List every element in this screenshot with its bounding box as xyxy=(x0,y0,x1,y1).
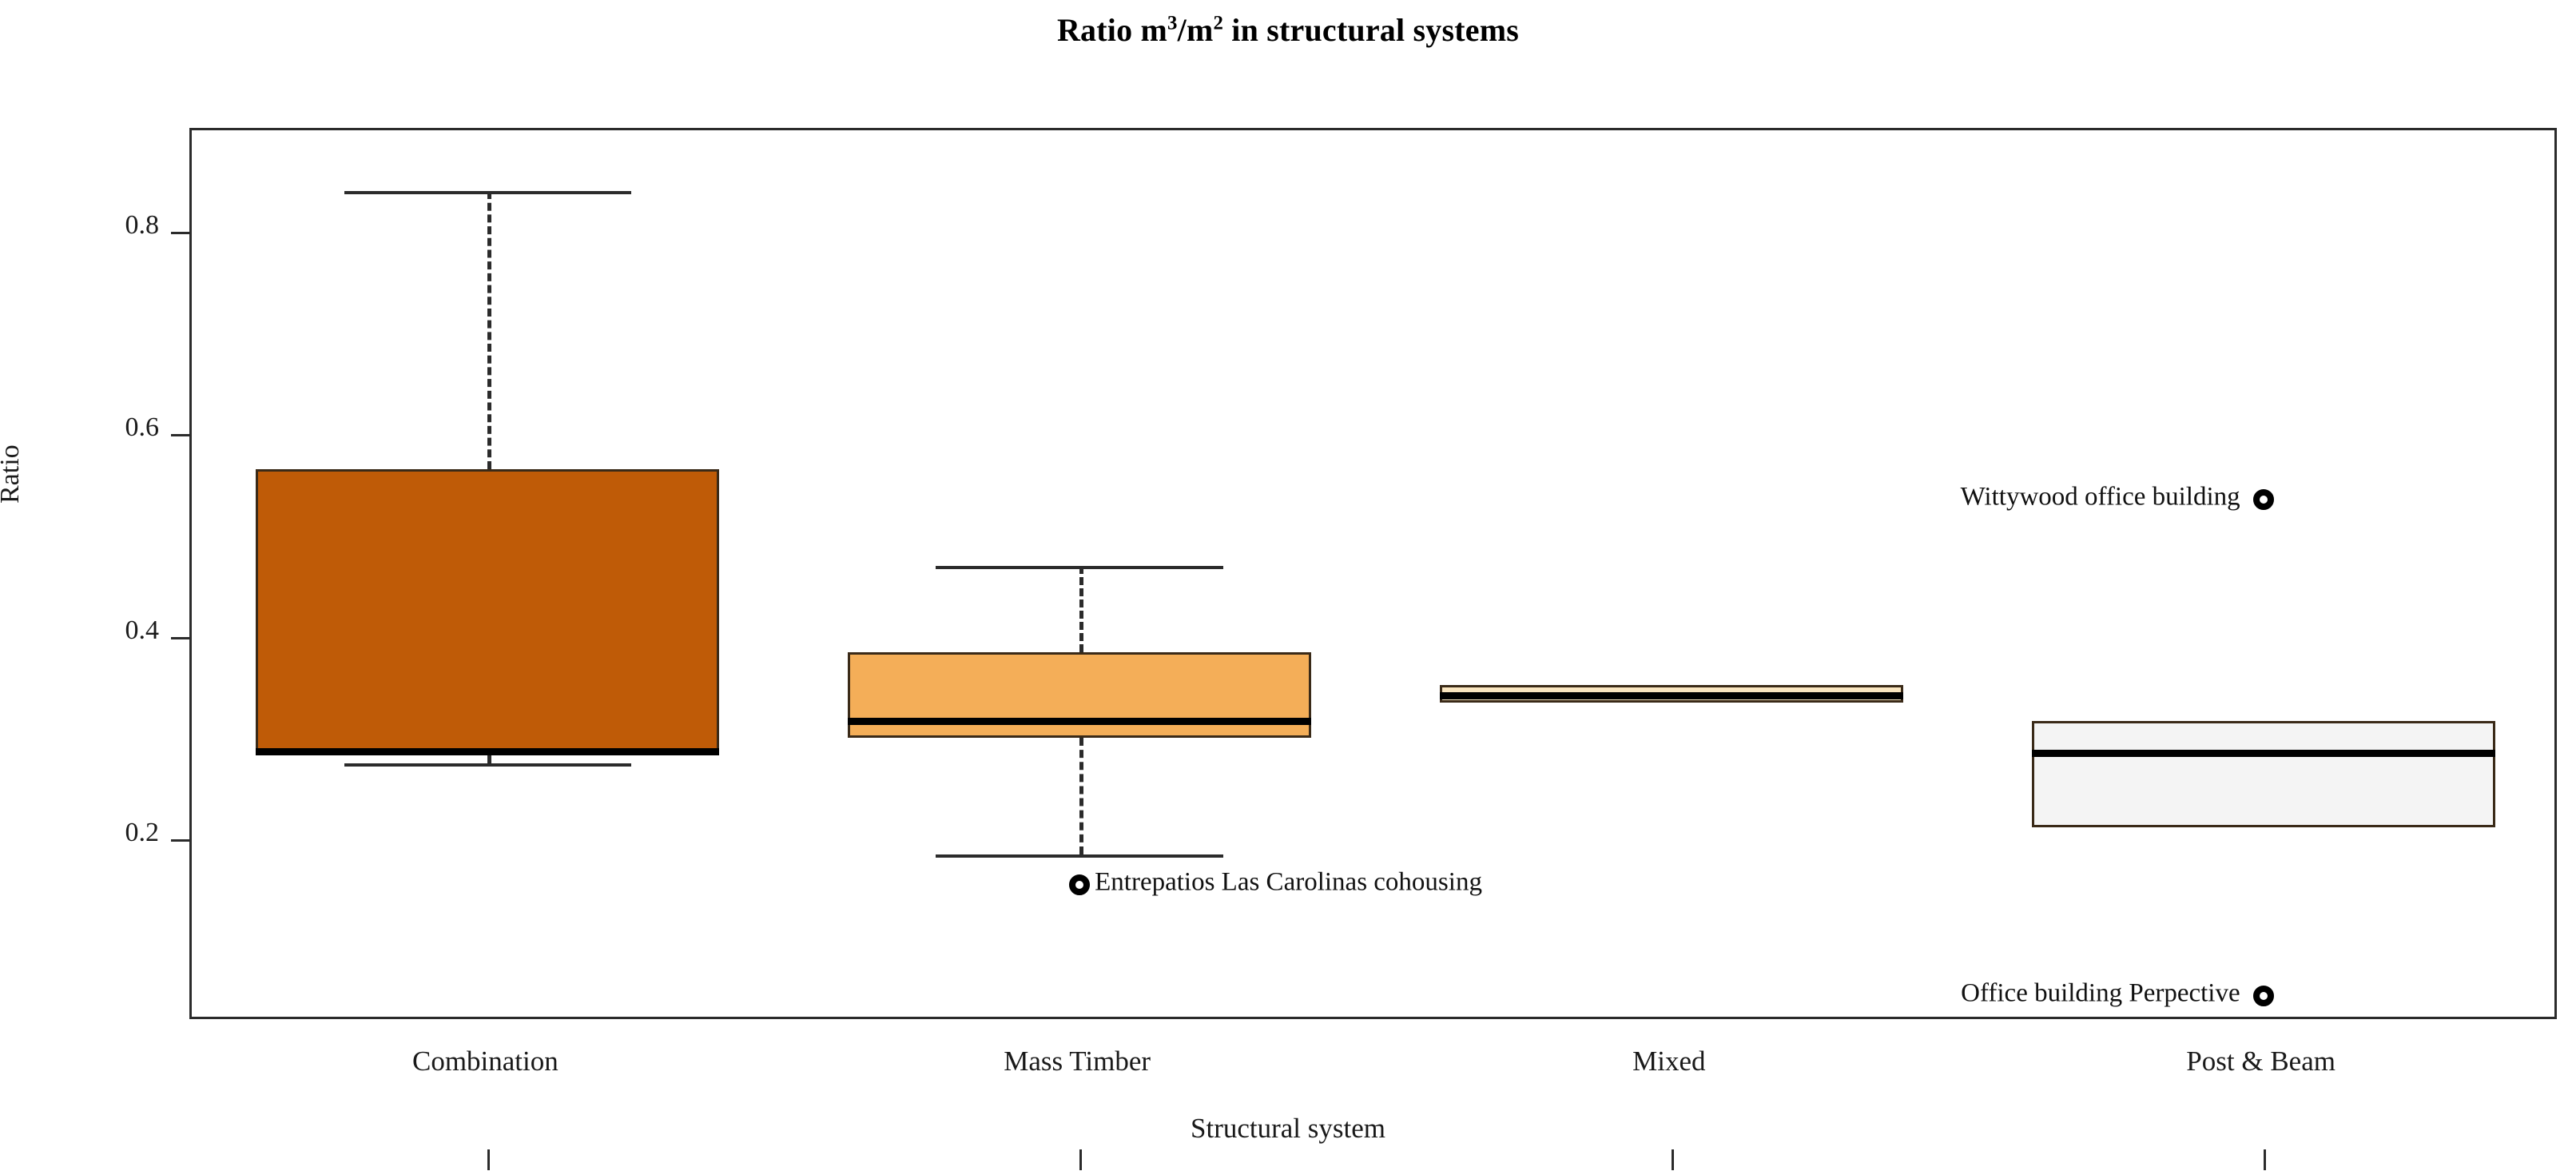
whisker-upper xyxy=(1079,565,1084,652)
whisker-cap-lower xyxy=(344,763,632,767)
title-exponent-2: 2 xyxy=(1213,12,1224,34)
whisker-cap-upper xyxy=(344,191,632,195)
y-axis-title: Ratio xyxy=(0,444,25,504)
title-part-2: /m xyxy=(1177,12,1214,48)
box-mass-timber[interactable] xyxy=(848,651,1312,739)
whisker-cap-lower xyxy=(936,854,1223,858)
plot-inner xyxy=(171,130,2554,1170)
y-tick-mark xyxy=(171,838,192,842)
median-line xyxy=(1439,692,1903,700)
y-tick-label: 0.2 xyxy=(125,817,160,847)
y-tick-mark xyxy=(171,636,192,639)
x-tick-label-mixed: Mixed xyxy=(1632,1046,1706,1077)
chart-title: Ratio m3/m2 in structural systems xyxy=(0,11,2576,49)
title-part-1: Ratio m xyxy=(1056,12,1168,48)
y-tick-mark xyxy=(171,231,192,234)
outlier-point-marker[interactable] xyxy=(1069,874,1091,895)
outlier-label: Office building Perpective xyxy=(1961,978,2240,1008)
outlier-point-marker[interactable] xyxy=(2252,489,2274,511)
y-tick-mark xyxy=(171,434,192,437)
x-tick-mark xyxy=(487,1149,491,1170)
median-line xyxy=(256,747,720,755)
x-tick-label-combination: Combination xyxy=(411,1046,559,1077)
y-tick-label: 0.8 xyxy=(125,209,160,240)
median-line xyxy=(2031,750,2495,758)
x-tick-mark xyxy=(2263,1149,2266,1170)
y-tick-label: 0.4 xyxy=(125,615,160,645)
outlier-label: Wittywood office building xyxy=(1960,482,2240,512)
x-axis-title: Structural system xyxy=(1191,1113,1385,1144)
x-tick-mark xyxy=(1671,1149,1674,1170)
median-line xyxy=(848,717,1312,725)
y-tick-label: 0.6 xyxy=(125,412,160,443)
box-combination[interactable] xyxy=(256,469,720,754)
whisker-cap-upper xyxy=(936,565,1223,569)
plot-area xyxy=(171,128,2557,1170)
title-part-3: in structural systems xyxy=(1223,12,1520,48)
x-tick-label-mass-timber: Mass Timber xyxy=(1004,1046,1151,1077)
whisker-lower xyxy=(1079,738,1084,854)
title-exponent-3: 3 xyxy=(1167,12,1178,34)
outlier-label: Entrepatios Las Carolinas cohousing xyxy=(1095,867,1482,897)
whisker-upper xyxy=(487,191,492,470)
x-tick-mark xyxy=(1079,1149,1083,1170)
box-post-beam[interactable] xyxy=(2031,720,2495,827)
outlier-point-marker[interactable] xyxy=(2252,986,2274,1007)
whisker-lower xyxy=(487,753,492,763)
x-tick-label-post-beam: Post & Beam xyxy=(2186,1046,2335,1077)
